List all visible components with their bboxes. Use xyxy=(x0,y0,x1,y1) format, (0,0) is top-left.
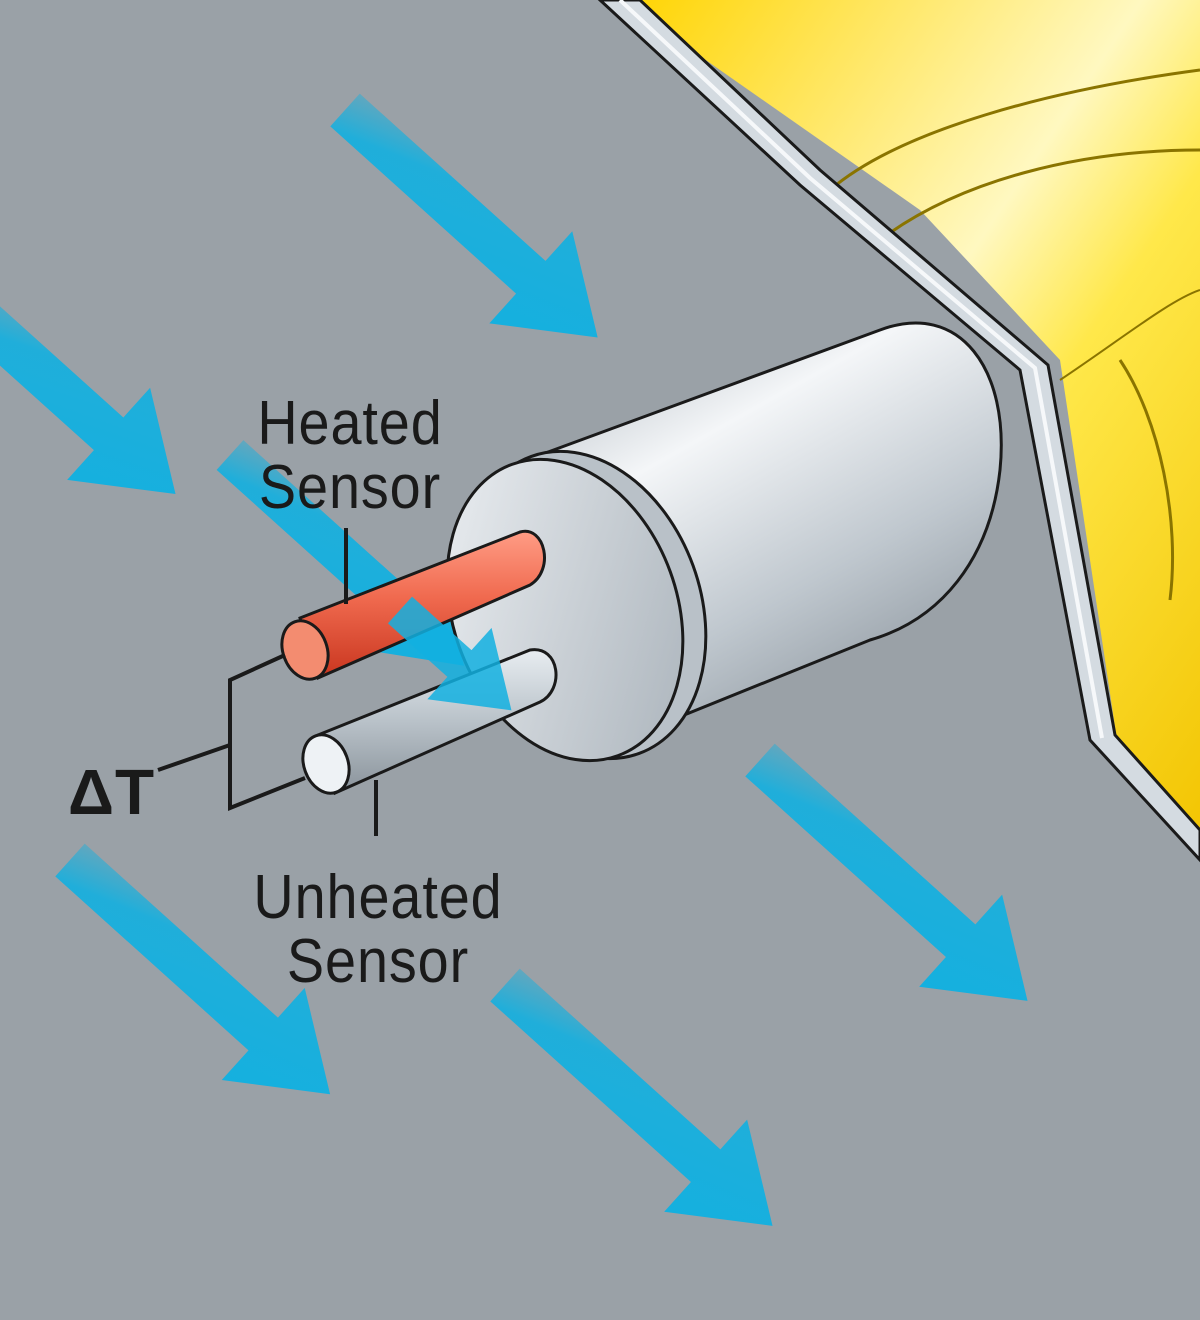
flow-arrow xyxy=(490,968,773,1226)
heated-sensor-label: Heated Sensor xyxy=(233,392,467,520)
leader-lines xyxy=(157,528,378,836)
unheated-label-line1: Unheated xyxy=(253,863,503,932)
flow-arrows xyxy=(0,93,1028,1226)
pipe-wall-edge xyxy=(597,0,1200,863)
delta-t-label: ΔT xyxy=(68,756,156,828)
flow-arrow-over-sensors xyxy=(387,596,512,711)
heated-label-line1: Heated xyxy=(257,389,443,458)
yellow-pipe xyxy=(620,0,1200,860)
delta-t-leader xyxy=(157,743,231,772)
flow-arrow xyxy=(55,843,331,1095)
delta-t-bracket xyxy=(228,653,306,811)
flow-arrow xyxy=(745,743,1028,1001)
flow-arrow xyxy=(330,93,598,338)
flow-arrow xyxy=(0,283,176,495)
unheated-sensor-label: Unheated Sensor xyxy=(243,866,513,994)
heated-label-line2: Sensor xyxy=(258,453,442,522)
unheated-label-line2: Sensor xyxy=(286,927,470,996)
heated-sensor-rod xyxy=(280,529,546,681)
